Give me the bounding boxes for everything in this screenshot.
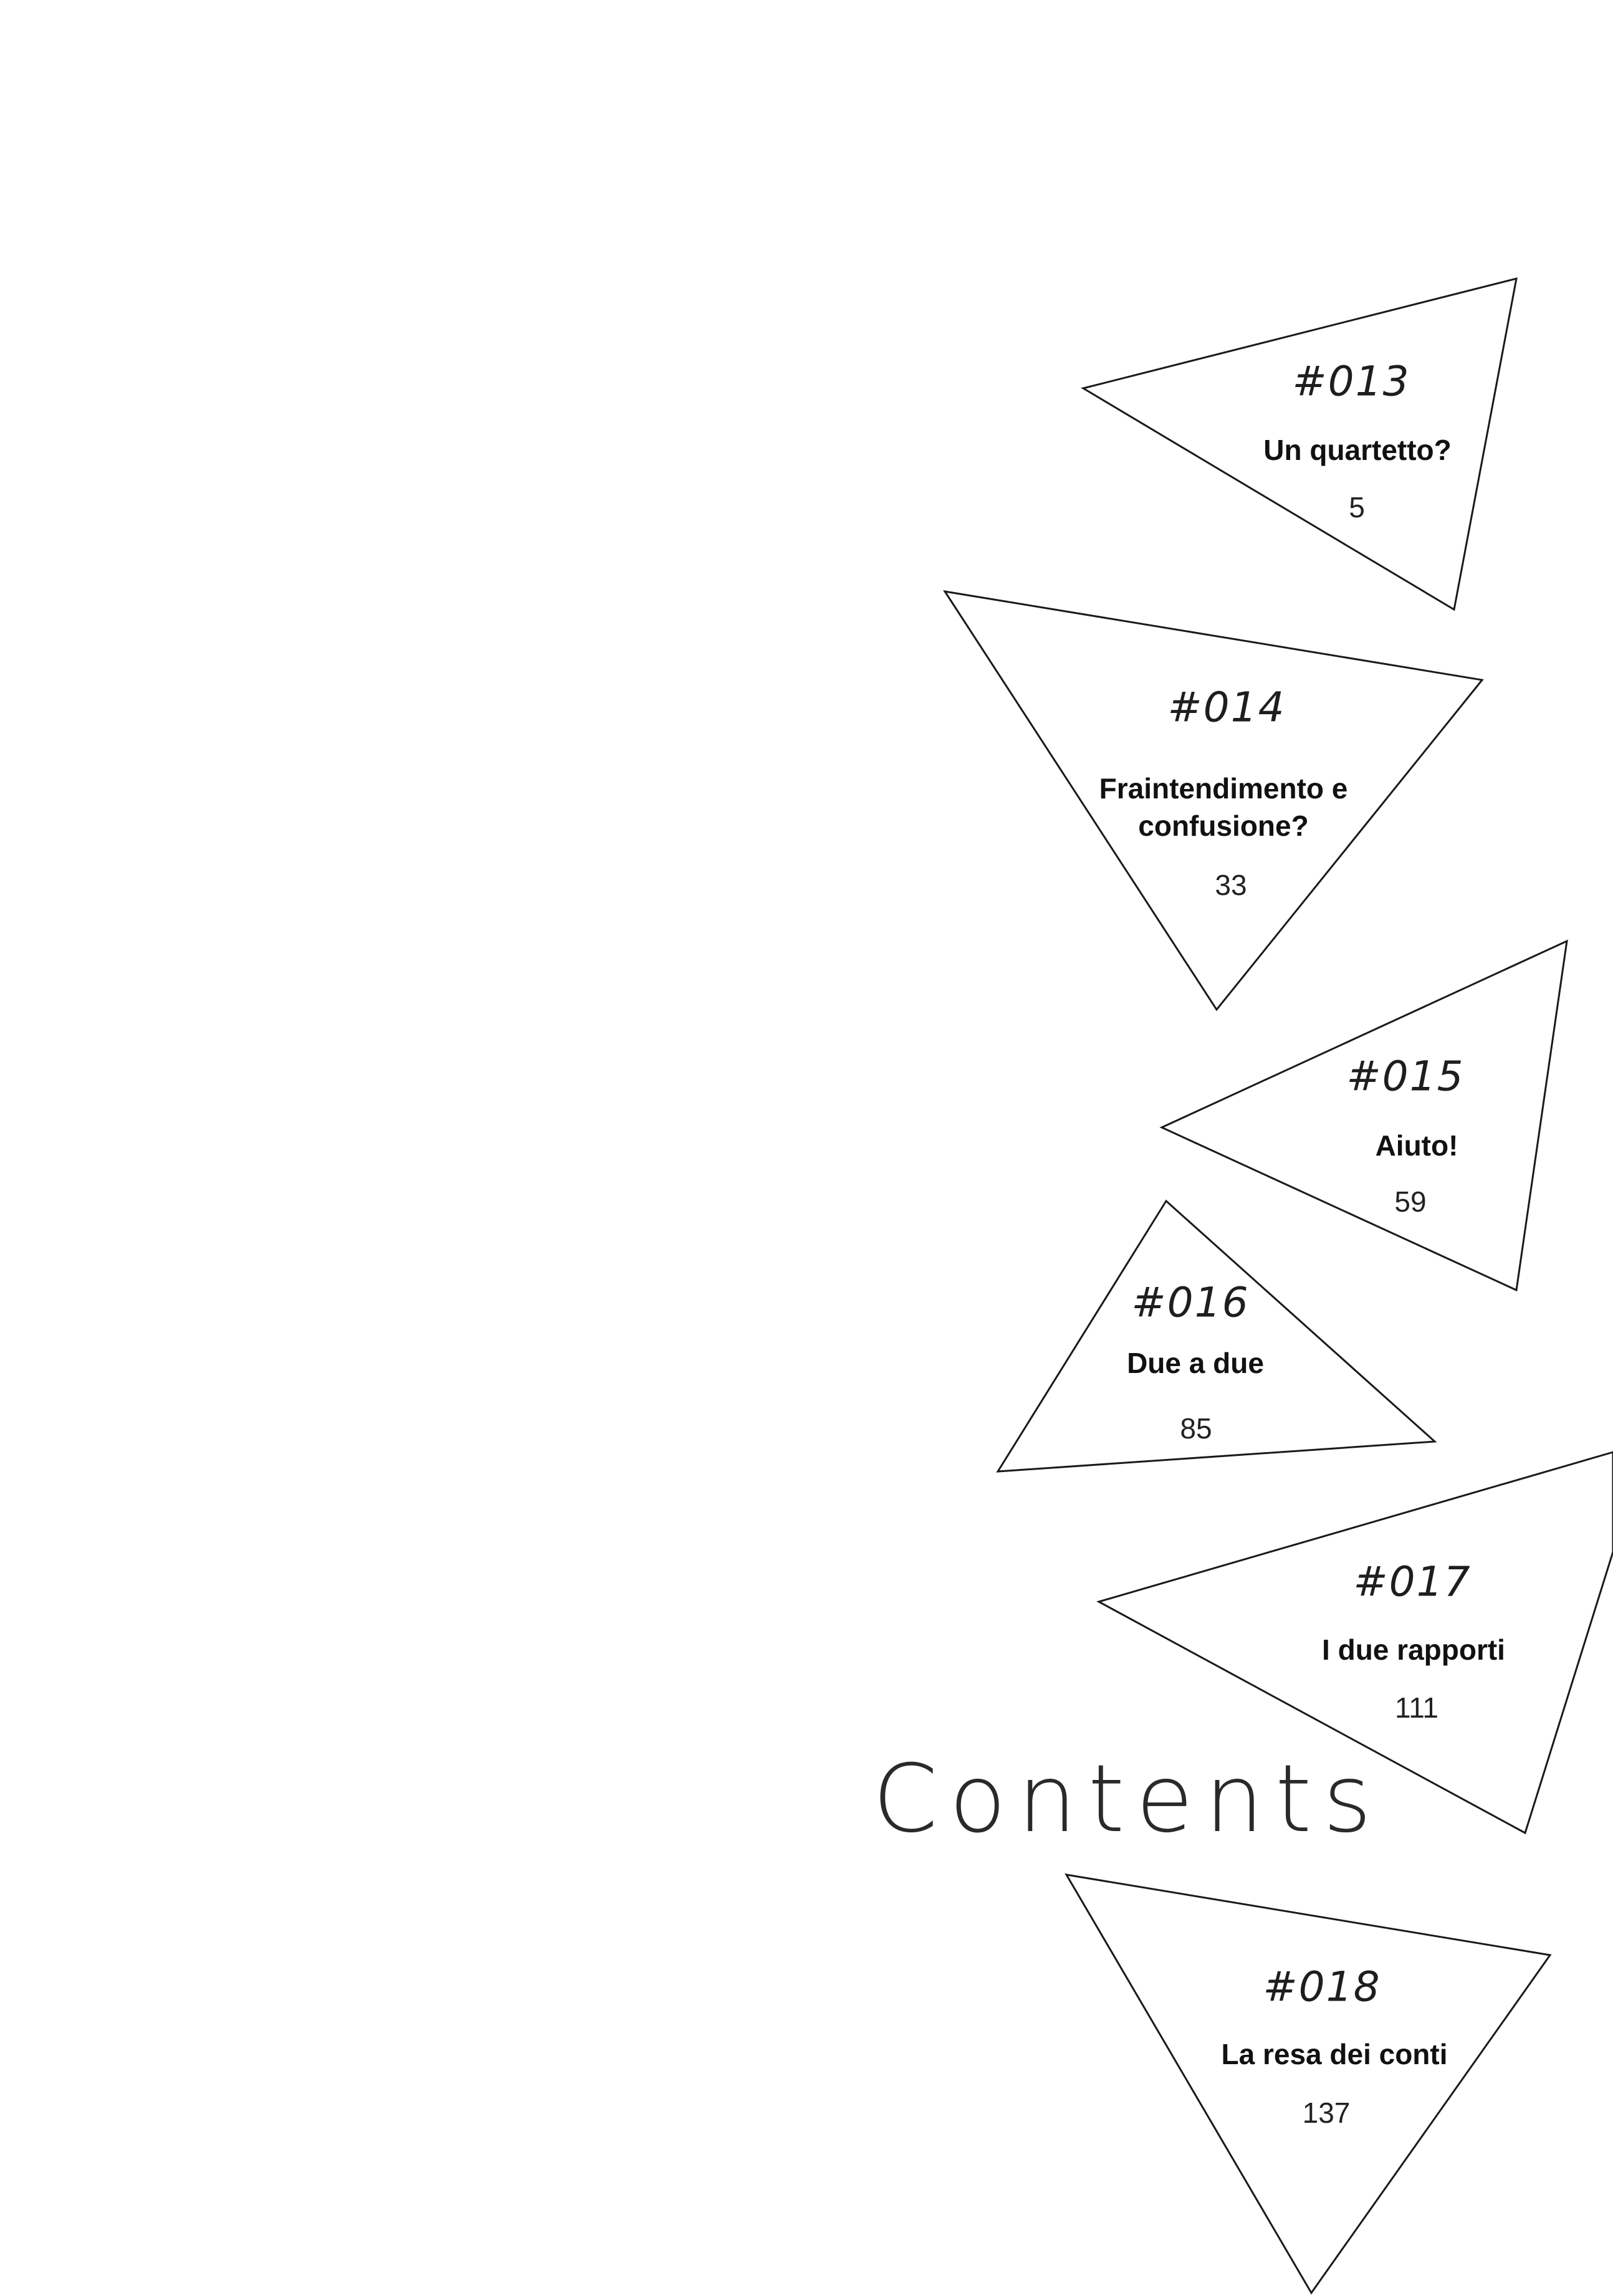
chapter-number-014: #014 [1167,683,1286,732]
triangle-frame-015 [1159,939,1568,1292]
chapter-number-016: #016 [1131,1278,1250,1327]
triangle-frame-017 [1096,1451,1613,1835]
chapter-page-014: 33 [1215,869,1247,901]
chapter-page-015: 59 [1394,1185,1427,1218]
chapter-number-015: #015 [1346,1052,1465,1101]
chapter-title-013: Un quartetto? [1263,434,1452,466]
chapter-page-018: 137 [1302,2097,1351,2129]
chapter-title-017: I due rapporti [1322,1634,1505,1666]
chapter-number-017: #017 [1353,1557,1472,1606]
chapter-page-016: 85 [1180,1412,1212,1445]
chapter-title-014: Fraintendimento e confusione? [1099,772,1348,842]
chapter-number-018: #018 [1263,1963,1381,2011]
chapter-title-016: Due a due [1127,1347,1264,1379]
chapter-title-015: Aiuto! [1375,1129,1458,1162]
chapter-page-013: 5 [1349,491,1365,524]
chapter-page-017: 111 [1395,1691,1438,1724]
triangle-frame-014 [942,590,1484,1012]
chapter-title-018: La resa dei conti [1221,2038,1448,2070]
triangle-frame-018 [1065,1873,1552,2295]
triangle-frame-013 [1081,277,1518,611]
triangle-frame-016 [996,1199,1437,1473]
contents-heading: Contents [873,1745,1383,1854]
chapter-number-013: #013 [1292,357,1410,406]
